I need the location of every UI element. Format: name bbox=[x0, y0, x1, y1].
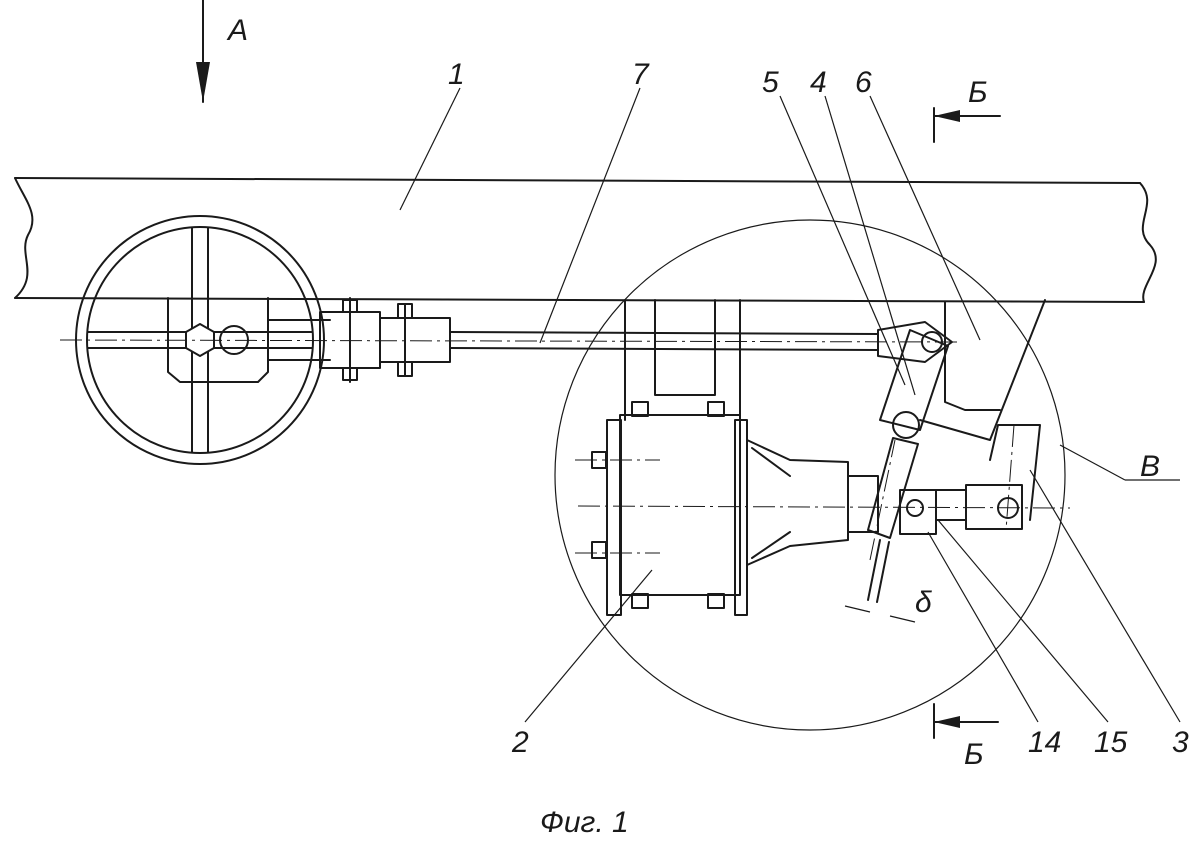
label-delta: δ bbox=[915, 586, 932, 619]
callout-15: 15 bbox=[1094, 726, 1128, 759]
callout-3: 3 bbox=[1172, 726, 1189, 759]
callout-2: 2 bbox=[511, 726, 529, 759]
callout-14: 14 bbox=[1028, 726, 1061, 759]
section-mark-bottom bbox=[933, 703, 999, 739]
label-detail-v: В bbox=[1140, 450, 1160, 483]
section-mark-top bbox=[933, 107, 1001, 143]
label-section-top: Б bbox=[968, 76, 988, 109]
frame-beam bbox=[14, 177, 1157, 303]
callout-4: 4 bbox=[810, 66, 827, 99]
callout-5: 5 bbox=[762, 66, 779, 99]
leader-lines bbox=[399, 87, 1181, 723]
figure-caption: Фиг. 1 bbox=[540, 806, 629, 839]
label-section-bottom: Б bbox=[964, 738, 984, 771]
callout-6: 6 bbox=[855, 66, 872, 99]
rod-assembly bbox=[59, 297, 961, 383]
hanger-bracket bbox=[624, 299, 741, 421]
lever-system bbox=[844, 299, 1046, 623]
view-arrow-a bbox=[196, 0, 210, 103]
callout-1: 1 bbox=[448, 58, 465, 91]
detail-circle bbox=[554, 219, 1066, 731]
callout-7: 7 bbox=[632, 58, 650, 91]
label-view-a: А bbox=[226, 14, 248, 47]
